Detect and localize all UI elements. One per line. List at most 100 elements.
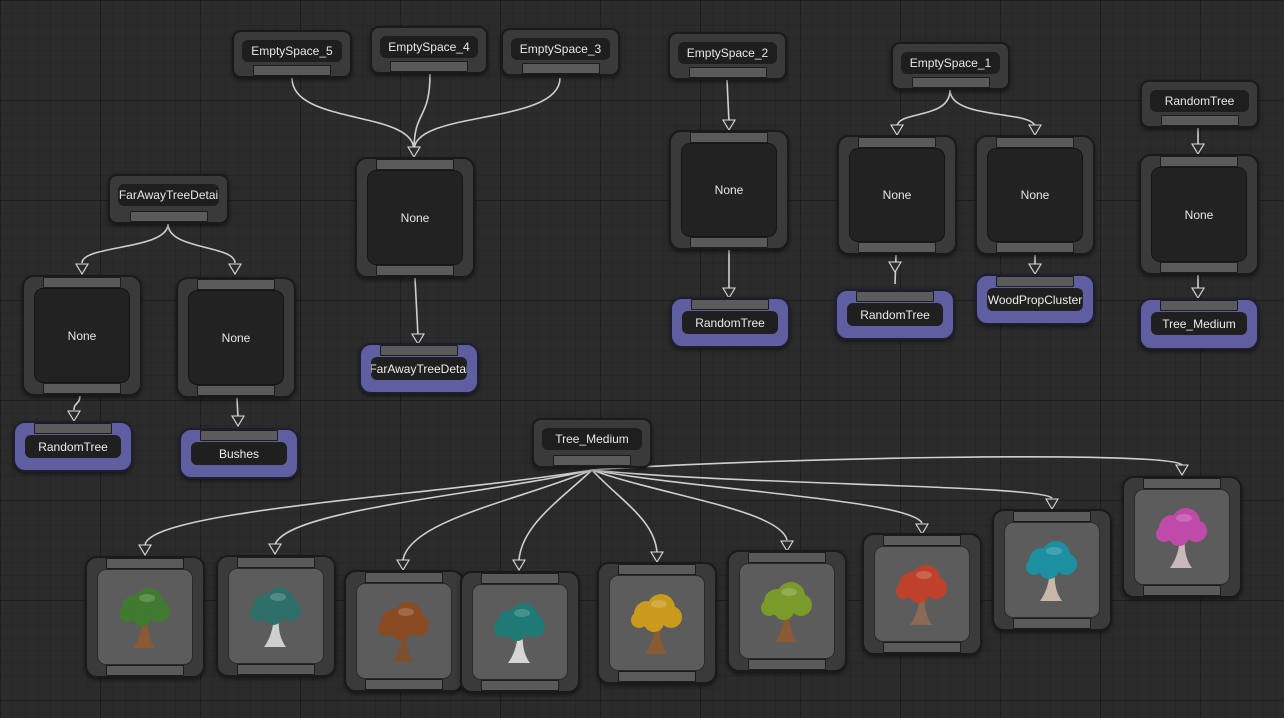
edge-none-faraway bbox=[414, 277, 419, 337]
input-port[interactable] bbox=[197, 279, 275, 290]
node-tree-preview-5[interactable] bbox=[597, 562, 717, 684]
output-port[interactable] bbox=[129, 211, 208, 222]
output-port[interactable] bbox=[996, 242, 1074, 253]
node-none-right-a[interactable]: None bbox=[837, 135, 957, 255]
input-port[interactable] bbox=[43, 277, 121, 288]
node-none-center[interactable]: None bbox=[355, 157, 475, 278]
edge-empty5-none bbox=[291, 77, 415, 151]
output-port[interactable] bbox=[197, 385, 275, 396]
arrow-right-b bbox=[1028, 124, 1042, 137]
tree-foliage bbox=[407, 614, 429, 636]
node-tree-preview-2[interactable] bbox=[216, 555, 336, 677]
node-tree-preview-4[interactable] bbox=[460, 571, 580, 693]
output-port[interactable] bbox=[1160, 262, 1238, 273]
node-tree-preview-1[interactable] bbox=[85, 556, 205, 678]
tree-foliage bbox=[631, 612, 647, 628]
node-content: None bbox=[849, 148, 945, 242]
tree-foliage bbox=[644, 612, 664, 632]
node-empty-space-2[interactable]: EmptySpace_2 bbox=[668, 32, 787, 80]
node-output-tree-medium[interactable]: Tree_Medium bbox=[1139, 298, 1259, 350]
node-output-random-tree-right[interactable]: RandomTree bbox=[835, 289, 955, 340]
input-port[interactable] bbox=[481, 573, 559, 584]
output-port[interactable] bbox=[390, 61, 468, 72]
output-port[interactable] bbox=[883, 642, 961, 653]
node-empty-space-1[interactable]: EmptySpace_1 bbox=[891, 42, 1010, 90]
edge-faraway-none-a bbox=[81, 223, 169, 264]
node-tree-preview-9[interactable] bbox=[1122, 476, 1242, 598]
node-tree-preview-6[interactable] bbox=[727, 550, 847, 672]
node-label: EmptySpace_3 bbox=[511, 38, 610, 60]
input-port[interactable] bbox=[1160, 156, 1238, 167]
output-port[interactable] bbox=[43, 383, 121, 394]
input-port[interactable] bbox=[237, 557, 315, 568]
output-port[interactable] bbox=[237, 664, 315, 675]
node-output-faraway-tree[interactable]: FarAwayTreeDetai bbox=[359, 343, 479, 394]
input-port[interactable] bbox=[748, 552, 826, 563]
node-label: FarAwayTreeDetai bbox=[118, 184, 219, 206]
node-empty-space-3[interactable]: EmptySpace_3 bbox=[501, 28, 620, 76]
input-port[interactable] bbox=[1013, 511, 1091, 522]
arrow-center-none bbox=[407, 146, 421, 159]
input-port[interactable] bbox=[618, 564, 696, 575]
node-output-bushes[interactable]: Bushes bbox=[179, 428, 299, 479]
node-output-wood-prop-cluster[interactable]: WoodPropCluster bbox=[975, 274, 1095, 325]
input-port[interactable] bbox=[691, 299, 769, 310]
tree-trunk bbox=[1040, 571, 1062, 601]
node-none-left-a[interactable]: None bbox=[22, 275, 142, 396]
output-port[interactable] bbox=[858, 242, 936, 253]
node-tree-preview-7[interactable] bbox=[862, 533, 982, 655]
node-label: Tree_Medium bbox=[542, 428, 642, 450]
node-none-left-b[interactable]: None bbox=[176, 277, 296, 398]
input-port[interactable] bbox=[690, 132, 768, 143]
node-output-random-tree-left[interactable]: RandomTree bbox=[13, 421, 133, 472]
input-port[interactable] bbox=[200, 430, 278, 441]
input-port[interactable] bbox=[365, 572, 443, 583]
node-none-right-b[interactable]: None bbox=[975, 135, 1095, 255]
input-port[interactable] bbox=[106, 558, 184, 569]
input-port[interactable] bbox=[858, 137, 936, 148]
node-none-far-right[interactable]: None bbox=[1139, 154, 1259, 275]
node-content: None bbox=[681, 143, 777, 237]
input-port[interactable] bbox=[380, 345, 458, 356]
node-tree-preview-8[interactable] bbox=[992, 509, 1112, 631]
output-port[interactable] bbox=[521, 63, 600, 74]
output-port[interactable] bbox=[748, 659, 826, 670]
node-none-mid[interactable]: None bbox=[669, 130, 789, 250]
node-random-tree-source[interactable]: RandomTree bbox=[1140, 80, 1259, 128]
input-port[interactable] bbox=[996, 137, 1074, 148]
node-empty-space-5[interactable]: EmptySpace_5 bbox=[232, 30, 352, 78]
tree-highlight bbox=[781, 588, 797, 596]
node-tree-preview-3[interactable] bbox=[344, 570, 464, 692]
node-label: RandomTree bbox=[682, 311, 778, 334]
edge-tm-9 bbox=[591, 456, 1183, 471]
input-port[interactable] bbox=[1143, 478, 1221, 489]
output-port[interactable] bbox=[1160, 115, 1239, 126]
input-port[interactable] bbox=[34, 423, 112, 434]
output-port[interactable] bbox=[376, 265, 454, 276]
output-port[interactable] bbox=[553, 455, 631, 466]
output-port[interactable] bbox=[688, 67, 767, 78]
output-port[interactable] bbox=[1013, 618, 1091, 629]
node-empty-space-4[interactable]: EmptySpace_4 bbox=[370, 26, 488, 74]
node-output-random-tree-mid[interactable]: RandomTree bbox=[670, 297, 790, 348]
output-port[interactable] bbox=[106, 665, 184, 676]
output-port[interactable] bbox=[690, 237, 768, 248]
output-port[interactable] bbox=[253, 65, 331, 76]
input-port[interactable] bbox=[996, 276, 1074, 287]
output-port[interactable] bbox=[911, 77, 990, 88]
node-faraway-tree-source[interactable]: FarAwayTreeDetai bbox=[108, 174, 229, 224]
input-port[interactable] bbox=[1160, 300, 1238, 311]
tree-icon bbox=[631, 594, 682, 654]
input-port[interactable] bbox=[883, 535, 961, 546]
output-port[interactable] bbox=[1143, 585, 1221, 596]
output-port[interactable] bbox=[365, 679, 443, 690]
tree-preview-red bbox=[874, 546, 970, 642]
tree-preview-lime bbox=[739, 563, 835, 659]
node-tree-medium-source[interactable]: Tree_Medium bbox=[532, 418, 652, 468]
edge-empty2-none bbox=[726, 79, 730, 123]
output-port[interactable] bbox=[618, 671, 696, 682]
input-port[interactable] bbox=[856, 291, 934, 302]
input-port[interactable] bbox=[376, 159, 454, 170]
output-port[interactable] bbox=[481, 680, 559, 691]
